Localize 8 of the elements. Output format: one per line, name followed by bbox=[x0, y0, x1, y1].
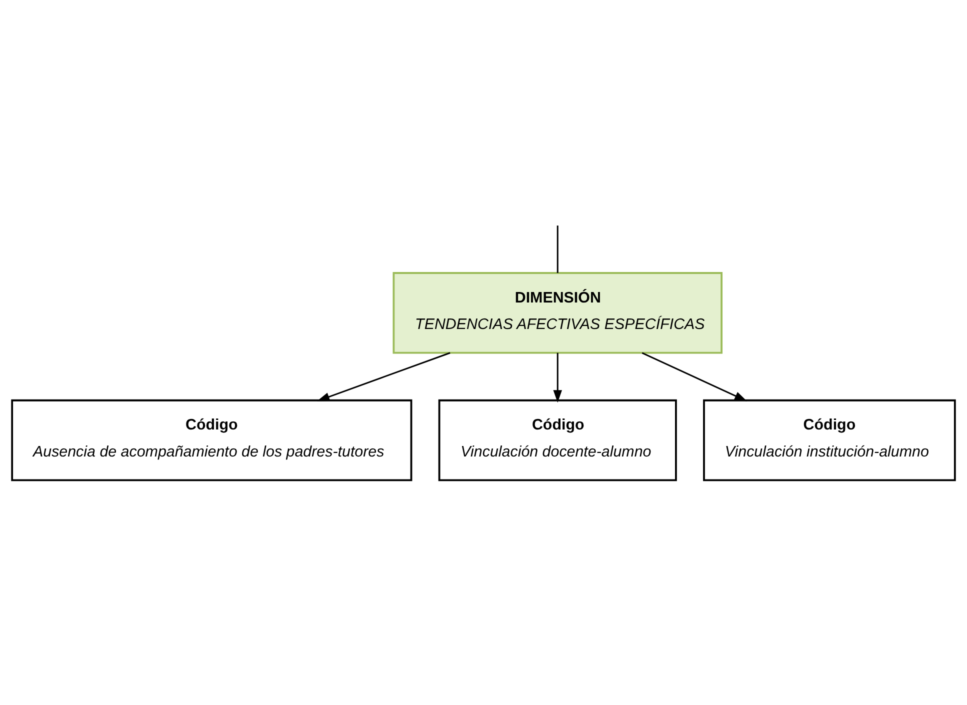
node-box: Código Vinculación docente-alumno bbox=[438, 399, 677, 482]
arrow bbox=[642, 352, 748, 402]
node-box: Código Vinculación institución-alumno bbox=[703, 399, 956, 482]
node-box: DIMENSIÓN TENDENCIAS AFECTIVAS ESPECÍFICAS bbox=[392, 272, 723, 354]
arrow bbox=[317, 352, 450, 402]
node-box: Código Ausencia de acompañamiento de los padres-tutores bbox=[11, 399, 412, 482]
connector bbox=[556, 226, 558, 273]
arrow bbox=[553, 352, 562, 403]
